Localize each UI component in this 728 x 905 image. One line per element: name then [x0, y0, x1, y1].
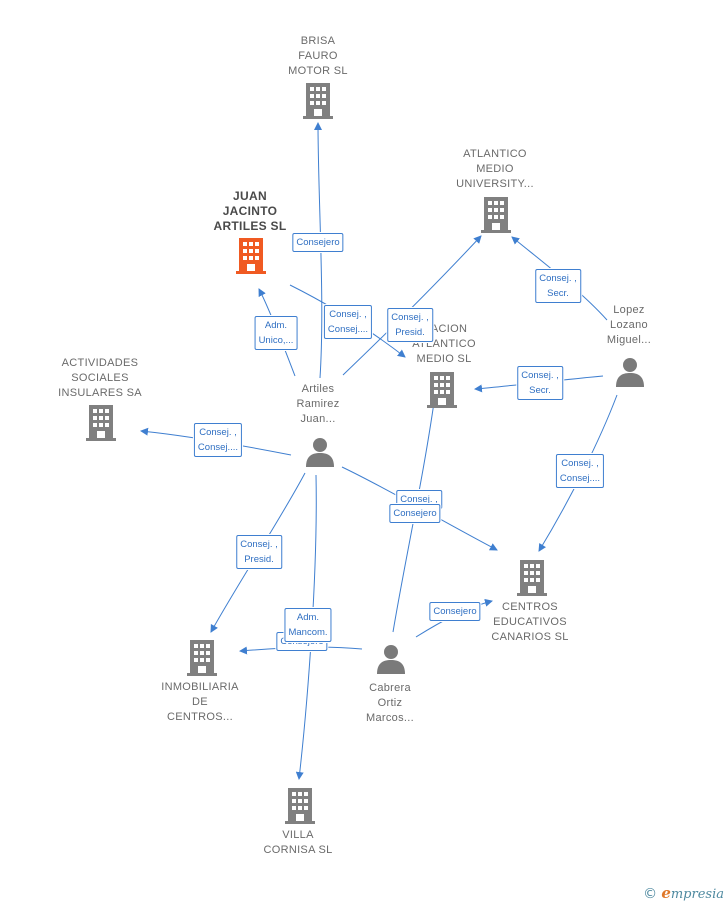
node-label: VILLA CORNISA SL	[263, 829, 333, 856]
relation-badge-consej-presid[interactable]: Consej. , Presid.	[387, 308, 433, 342]
node-label: Lopez Lozano Miguel...	[606, 304, 652, 346]
building-icon-highlighted[interactable]	[236, 238, 266, 274]
relation-badge-adm-mancom[interactable]: Adm. Mancom.	[284, 608, 332, 642]
node-label: Cabrera Ortiz Marcos...	[366, 682, 414, 724]
building-icon[interactable]	[517, 560, 547, 596]
node-label: BRISA FAURO MOTOR SL	[288, 35, 348, 77]
node-label: CENTROS EDUCATIVOS CANARIOS SL	[491, 601, 569, 643]
empresia-logo[interactable]: © empresia	[643, 884, 724, 902]
relation-badge-consejero[interactable]: Consejero	[292, 233, 344, 252]
relation-badge-consej-secr[interactable]: Consej. , Secr.	[535, 269, 581, 303]
building-icon[interactable]	[86, 405, 116, 441]
relation-badge-adm-unico[interactable]: Adm. Unico,...	[254, 316, 298, 350]
node-label: Artiles Ramirez Juan...	[296, 383, 340, 425]
node-label: JUAN JACINTO ARTILES SL	[213, 189, 287, 233]
relation-badge-consej-presid[interactable]: Consej. , Presid.	[236, 535, 282, 569]
relation-badge-consejero[interactable]: Consejero	[429, 602, 481, 621]
relation-badge-consej-consej[interactable]: Consej. , Consej....	[193, 423, 243, 457]
node-label: ACTIVIDADES SOCIALES INSULARES SA	[58, 357, 142, 399]
building-icon[interactable]	[285, 788, 315, 824]
link-artiles-atlantico	[342, 235, 482, 376]
brand-initial: e	[661, 884, 671, 902]
building-icon[interactable]	[187, 640, 217, 676]
relation-badge-consej-consej[interactable]: Consej. , Consej....	[323, 305, 373, 339]
person-icon[interactable]	[614, 356, 646, 388]
brand-name: mpresia	[670, 887, 724, 902]
person-icon[interactable]	[375, 643, 407, 675]
copyright-icon: ©	[643, 886, 658, 902]
building-icon[interactable]	[481, 197, 511, 233]
relation-badge-consej-consej[interactable]: Consej. , Consej....	[555, 454, 605, 488]
building-icon[interactable]	[427, 372, 457, 408]
node-label: ATLANTICO MEDIO UNIVERSITY...	[456, 148, 534, 190]
building-icon[interactable]	[303, 83, 333, 119]
node-label: INMOBILIARIA DE CENTROS...	[161, 681, 239, 723]
relation-badge-consejero[interactable]: Consejero	[389, 504, 441, 523]
relation-badge-consej-secr[interactable]: Consej. , Secr.	[517, 366, 563, 400]
person-icon[interactable]	[304, 436, 336, 468]
